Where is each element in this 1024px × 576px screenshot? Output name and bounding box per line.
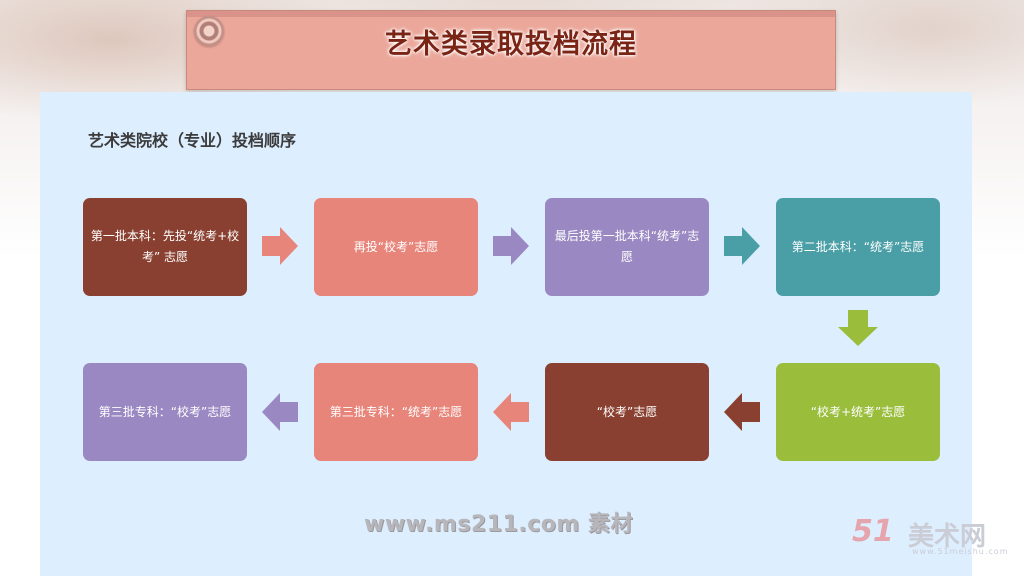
step-box-4: 第二批本科：“统考”志愿 — [776, 198, 940, 296]
content-panel — [40, 92, 972, 576]
logo-mark: 51 — [852, 514, 894, 549]
section-subtitle: 艺术类院校（专业）投档顺序 — [88, 131, 297, 150]
step-box-6: “校考”志愿 — [545, 363, 709, 461]
logo-url: www.51meishu.com — [912, 547, 1009, 556]
step-box-2: 再投“校考”志愿 — [314, 198, 478, 296]
title-banner — [186, 10, 836, 90]
logo-name: 美术网 — [908, 522, 987, 552]
ring-icon — [194, 16, 224, 46]
page-title: 艺术类录取投档流程 — [385, 29, 637, 60]
step-box-5: “校考+统考”志愿 — [776, 363, 940, 461]
watermark-text: www.ms211.com 素材 — [364, 512, 633, 537]
step-box-8: 第三批专科：“校考”志愿 — [83, 363, 247, 461]
step-box-3: 最后投第一批本科“统考”志愿 — [545, 198, 709, 296]
step-box-1: 第一批本科：先投“统考+校考” 志愿 — [83, 198, 247, 296]
site-logo: 51 美术网 www.51meishu.com — [852, 514, 1024, 560]
step-box-7: 第三批专科：“统考”志愿 — [314, 363, 478, 461]
